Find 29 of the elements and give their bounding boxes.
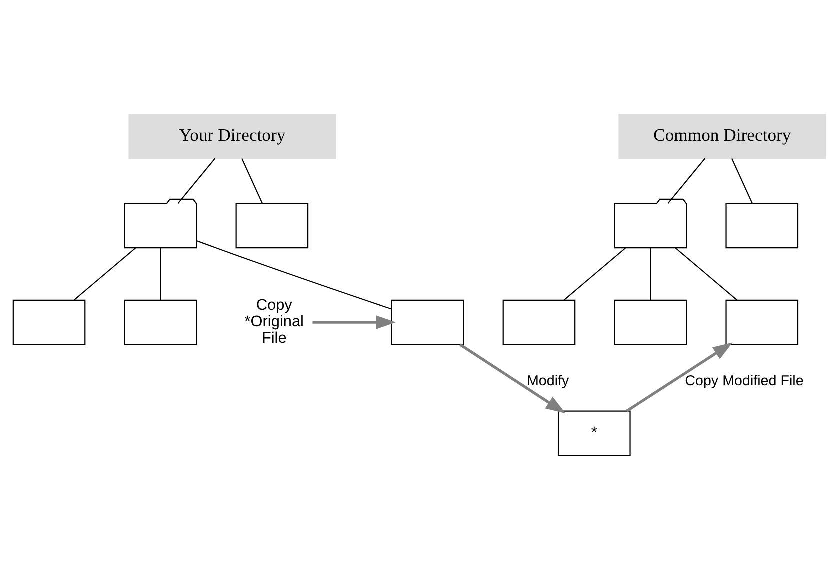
connector: [73, 247, 136, 300]
connector: [177, 158, 216, 204]
connector: [160, 248, 161, 300]
node-folder: [614, 198, 687, 248]
edge-label: Modify: [526, 372, 569, 389]
node-box: [725, 202, 798, 248]
node-text: Copy *Original File: [244, 296, 304, 347]
connector: [196, 240, 392, 310]
node-box: [124, 299, 197, 345]
arrow: [459, 343, 566, 414]
connector: [667, 158, 705, 204]
node-box: [614, 299, 687, 345]
arrow: [312, 315, 396, 329]
node-box: Your Directory: [128, 113, 336, 159]
connector: [674, 247, 738, 300]
node-box: Common Directory: [618, 113, 826, 159]
connector: [650, 248, 651, 300]
connector: [563, 247, 626, 300]
node-box: [235, 202, 308, 248]
node-folder: [124, 198, 197, 248]
node-box: *: [557, 410, 630, 456]
connector: [241, 158, 263, 204]
node-box: [390, 299, 464, 345]
arrow: [626, 342, 732, 412]
connector: [731, 158, 752, 204]
node-box: [502, 299, 576, 345]
node-box: [725, 299, 798, 345]
edge-label: Copy Modified File: [684, 372, 804, 389]
node-box: [12, 299, 86, 345]
